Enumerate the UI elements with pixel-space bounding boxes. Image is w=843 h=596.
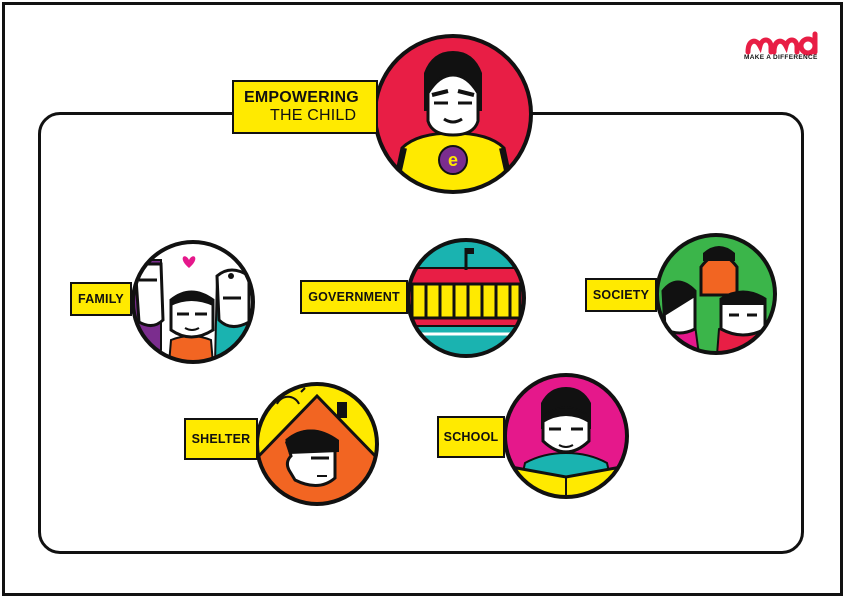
government-label: GOVERNMENT (300, 280, 408, 314)
family-label: FAMILY (70, 282, 132, 316)
society-icon (655, 233, 777, 355)
school-label: SCHOOL (437, 416, 505, 458)
shelter-label: SHELTER (184, 418, 258, 460)
svg-text:e: e (448, 150, 458, 170)
child-icon: e (372, 33, 534, 195)
logo-tagline: MAKE A DIFFERENCE (744, 54, 824, 61)
school-icon (503, 373, 629, 499)
center-label-line1: EMPOWERING (244, 89, 359, 107)
government-icon (406, 238, 526, 358)
family-icon (131, 240, 255, 364)
shelter-icon (255, 382, 379, 506)
center-label: EMPOWERING THE CHILD (232, 80, 378, 134)
center-label-line2: THE CHILD (244, 107, 356, 125)
society-label: SOCIETY (585, 278, 657, 312)
